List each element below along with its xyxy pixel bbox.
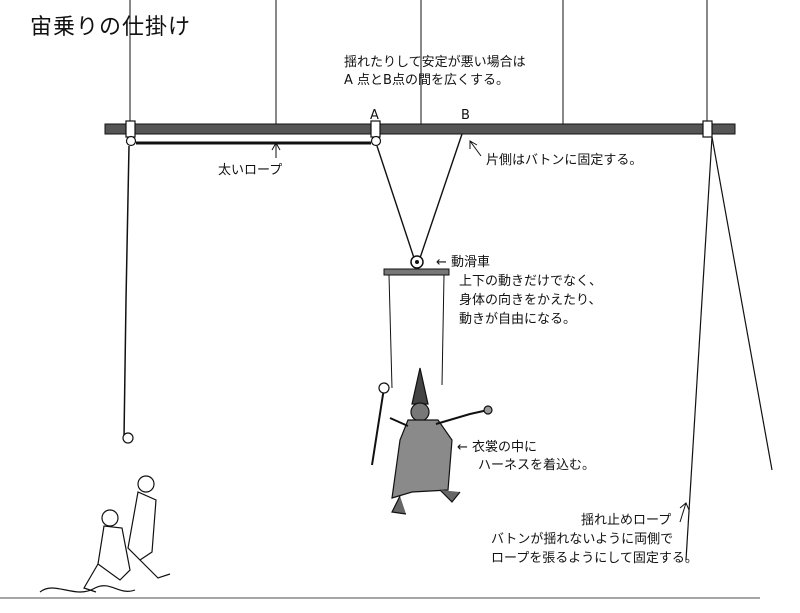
wizard-figure — [371, 367, 493, 515]
operator-legs — [139, 559, 171, 579]
arrow-glyph: ← — [457, 440, 468, 455]
leader-arrowhead — [271, 141, 281, 151]
pulley-title: 動滑車 — [451, 255, 491, 270]
coiled-rope — [39, 585, 136, 593]
operators — [39, 432, 171, 593]
leader-arrowhead — [469, 140, 478, 149]
wizard-arm-right — [435, 409, 489, 425]
point-b-label: B — [461, 108, 470, 123]
fixed-one-side-label: 片側はバトンに固定する。 — [486, 153, 643, 168]
operator-hand — [122, 432, 134, 444]
wizard-staff — [371, 387, 385, 466]
thick-rope-label: 太いロープ — [218, 163, 283, 178]
operator-head — [101, 509, 119, 527]
stop-rope-leader — [679, 502, 687, 523]
harness-note-line1: ← 衣裳の中に — [457, 439, 537, 456]
operator-rope — [123, 145, 130, 439]
stability-note-line2: A 点とB点の間を広くする。 — [344, 73, 509, 88]
batten-clamp — [125, 120, 136, 138]
wizard-foot-right — [439, 489, 461, 503]
wizard-hat — [411, 367, 429, 405]
harness-line1-text: 衣裳の中に — [472, 440, 538, 455]
stop-rope-note-line1: バトンが揺れないように両側で — [491, 532, 674, 547]
fixed-side-leader — [469, 140, 482, 157]
wizard-foot-left — [391, 495, 407, 515]
pulley-note-line1: 上下の動きだけでなく、 — [459, 274, 603, 289]
arrow-glyph: ← — [436, 255, 447, 270]
pulley-left — [125, 135, 137, 147]
batten-clamp — [702, 120, 713, 138]
harness-note-line2: ハーネスを着込む。 — [478, 458, 596, 473]
rope-from-a — [376, 145, 415, 259]
pulley-note-line3: 動きが自由になる。 — [459, 312, 577, 327]
suspension-lines — [129, 0, 708, 124]
operator-body — [97, 525, 131, 581]
pulley-label: ← 動滑車 — [436, 254, 490, 271]
stop-rope-down — [685, 136, 713, 561]
harness-line — [441, 274, 445, 386]
spreader-bar — [383, 268, 450, 276]
leader-lines — [271, 140, 690, 523]
pulley-point-a — [370, 135, 382, 147]
stop-rope-right — [711, 136, 773, 471]
harness-line — [388, 274, 393, 389]
wizard-hand — [483, 405, 493, 415]
leader-arrowhead — [679, 502, 690, 511]
stop-rope-note-line2: ロープを張るようにして固定する。 — [491, 551, 698, 566]
wizard-head — [410, 402, 430, 422]
stability-note-line1: 揺れたりして安定が悪い場合は — [344, 55, 526, 70]
rope-from-b — [419, 133, 463, 259]
operator-body — [127, 491, 157, 561]
operator-head — [137, 475, 155, 493]
operator-legs — [83, 563, 99, 593]
pulley-note-line2: 身体の向きをかえたり、 — [459, 293, 602, 308]
point-a-label: A — [370, 108, 379, 123]
wizard-robe — [391, 419, 453, 499]
diagram-title: 宙乗りの仕掛け — [30, 15, 192, 40]
stop-rope-title: 揺れ止めロープ — [581, 513, 672, 528]
batten-bar — [104, 123, 736, 135]
wizard-arm-left — [389, 417, 409, 427]
wizard-staff-knob — [378, 382, 390, 394]
moving-pulley-hub — [415, 260, 419, 264]
